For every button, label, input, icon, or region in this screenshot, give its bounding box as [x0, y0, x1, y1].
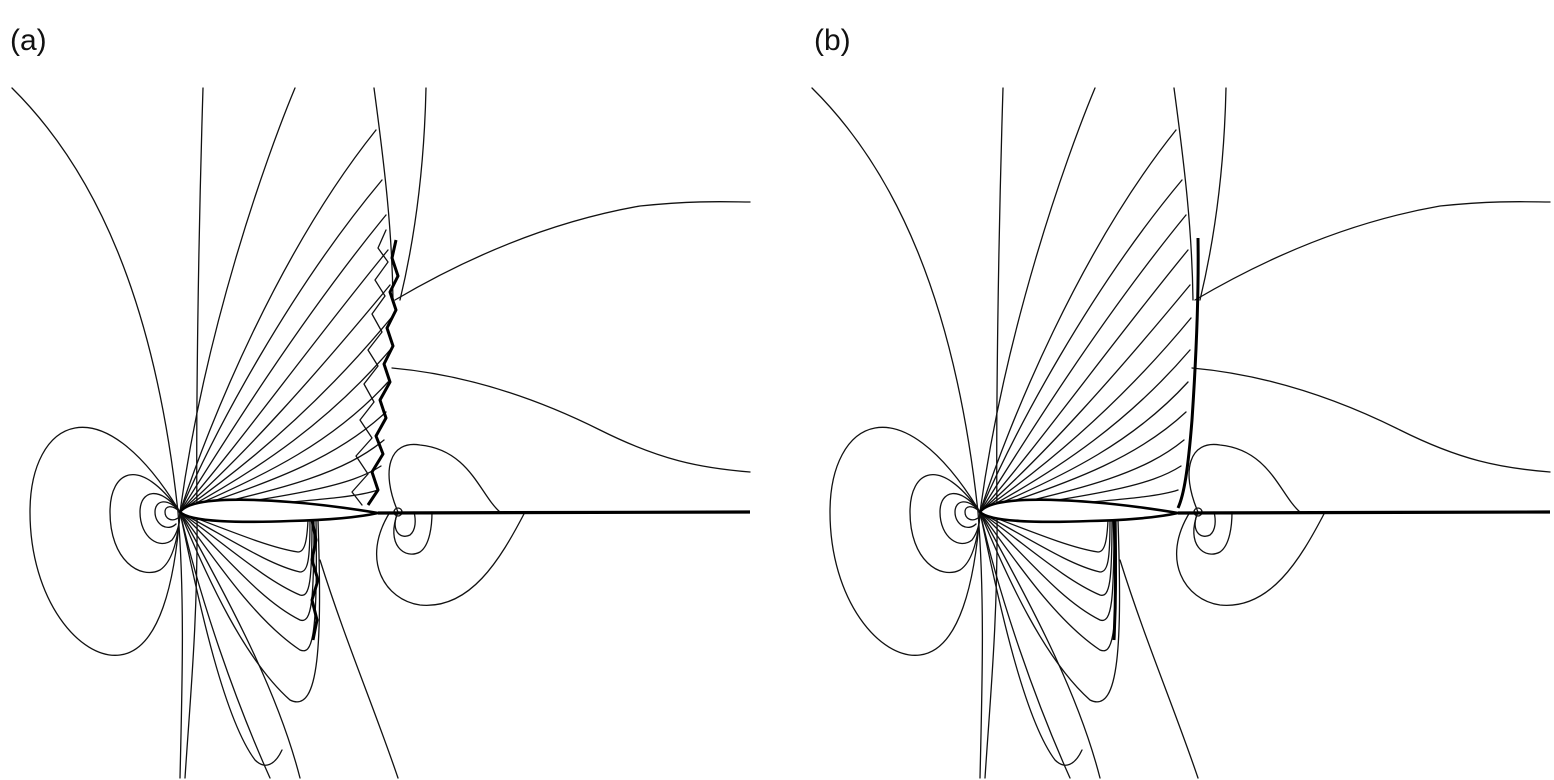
panel-a-contours — [10, 86, 752, 780]
panel-label-a: (a) — [10, 24, 47, 57]
lower-shock-a — [310, 519, 320, 641]
lower-shock-b — [1112, 519, 1117, 641]
panel-label-b: (b) — [814, 24, 851, 57]
upper-shock-a — [366, 239, 400, 506]
panel-b-contours — [810, 86, 1552, 780]
upper-shock-b — [1176, 237, 1200, 509]
upper-shock-jitter-a — [351, 229, 389, 506]
